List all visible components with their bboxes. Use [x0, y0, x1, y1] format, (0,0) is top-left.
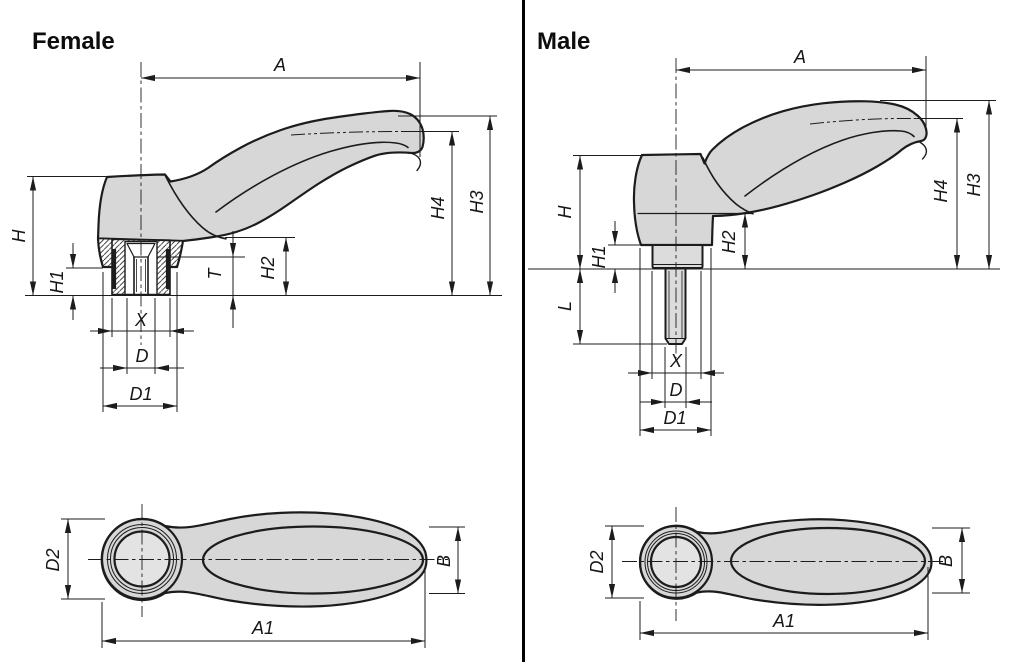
male-threaded-stud: [664, 267, 687, 345]
male-arm-crease-line: [744, 129, 915, 197]
male-hub-arm-boundary-line: [702, 157, 754, 215]
male-dim-L: L: [555, 269, 667, 345]
male-plan-grip-face: [729, 526, 927, 596]
male-dim-label-D2: D2: [587, 550, 607, 573]
male-stud-thread-lines: [668, 271, 683, 338]
male-plan-view: [622, 507, 944, 621]
male-dim-H: H: [555, 155, 642, 269]
female-dim-T: T: [157, 231, 245, 328]
male-dim-label-L: L: [555, 301, 575, 311]
female-dim-H4: H4: [402, 131, 459, 296]
male-lever-body: [632, 100, 928, 247]
female-dim-D1: D1: [102, 272, 178, 412]
female-dim-label-D: D: [136, 346, 149, 366]
male-dim-label-X: X: [669, 351, 683, 371]
female-dim-H: H: [9, 176, 107, 296]
male-dim-label-B: B: [936, 555, 956, 567]
female-dim-H2: H2: [225, 237, 295, 296]
male-dim-A1: A1: [639, 567, 929, 640]
male-dim-H3: H3: [880, 100, 996, 269]
female-panel: Female: [9, 28, 502, 648]
female-dim-label-T: T: [205, 267, 225, 280]
female-dim-label-H3: H3: [467, 190, 487, 213]
male-dim-H2: H2: [637, 212, 753, 269]
female-dim-H1: H1: [47, 243, 103, 320]
female-bushing-wall-left: [111, 249, 117, 289]
female-bore-walls: [133, 256, 149, 295]
female-dim-X: X: [90, 298, 194, 337]
female-dim-A1: A1: [101, 567, 426, 648]
female-dim-label-D2: D2: [43, 548, 63, 571]
female-side-dimensions: A H H1 T H2: [9, 55, 502, 412]
female-tip-hook-line: [411, 152, 422, 172]
female-bore-thread-lines: [136, 259, 146, 292]
female-bushing-wall-right: [165, 249, 171, 289]
female-lever-body: [96, 109, 425, 243]
female-dim-label-A1: A1: [251, 618, 274, 638]
female-section-hatch: [98, 238, 183, 295]
female-dim-B: B: [429, 526, 465, 594]
male-tip-hook-line: [918, 141, 928, 160]
female-skirt-left-outline: [96, 237, 114, 269]
male-title: Male: [537, 28, 590, 55]
female-arm-crease-line: [215, 141, 409, 213]
female-plan-grip-face: [201, 525, 425, 595]
female-skirt-right-outline: [168, 239, 185, 269]
female-title: Female: [32, 28, 115, 55]
male-dim-D: D: [640, 347, 712, 408]
male-side-view: [632, 58, 928, 358]
male-tip-centerline: [809, 117, 918, 125]
male-side-dimensions: A H H1 L H2: [528, 47, 1000, 436]
male-dim-label-H2: H2: [719, 230, 739, 253]
female-dim-A: A: [141, 55, 421, 157]
male-dim-label-D1: D1: [663, 408, 686, 428]
male-plan-dimensions: D2 B A1: [587, 525, 970, 640]
male-dim-D1: D1: [639, 248, 712, 436]
female-dim-label-H1: H1: [47, 270, 67, 293]
female-bushing-top-line: [111, 238, 171, 241]
male-dim-A: A: [676, 47, 927, 132]
female-plan-view: [88, 504, 448, 617]
male-dim-label-D: D: [670, 380, 683, 400]
female-dim-label-H2: H2: [258, 256, 278, 279]
male-dim-H4: H4: [917, 118, 963, 269]
male-dim-B: B: [932, 527, 970, 594]
female-dim-label-B: B: [434, 555, 454, 567]
female-tip-centerline: [290, 131, 403, 136]
female-dim-label-A: A: [273, 55, 286, 75]
female-dim-H3: H3: [398, 115, 497, 296]
female-plan-dimensions: D2 B A1: [43, 518, 465, 648]
male-dim-D2: D2: [587, 525, 644, 599]
female-dim-D2: D2: [43, 518, 105, 600]
female-dim-D: D: [100, 298, 184, 374]
male-dim-label-H4: H4: [931, 179, 951, 202]
female-hub-arm-boundary-line: [164, 175, 227, 240]
female-side-view: [96, 62, 425, 345]
female-dim-label-D1: D1: [129, 384, 152, 404]
male-dim-label-A: A: [793, 47, 806, 67]
female-dim-label-H4: H4: [428, 196, 448, 219]
male-dim-label-A1: A1: [772, 611, 795, 631]
female-dim-label-X: X: [134, 310, 148, 330]
male-dim-label-H: H: [555, 205, 575, 219]
male-dim-label-H3: H3: [964, 173, 984, 196]
male-panel: Male A H: [528, 28, 1000, 640]
male-dim-label-H1: H1: [589, 245, 609, 268]
female-dim-label-H: H: [9, 229, 29, 243]
male-dim-H1: H1: [589, 221, 645, 293]
